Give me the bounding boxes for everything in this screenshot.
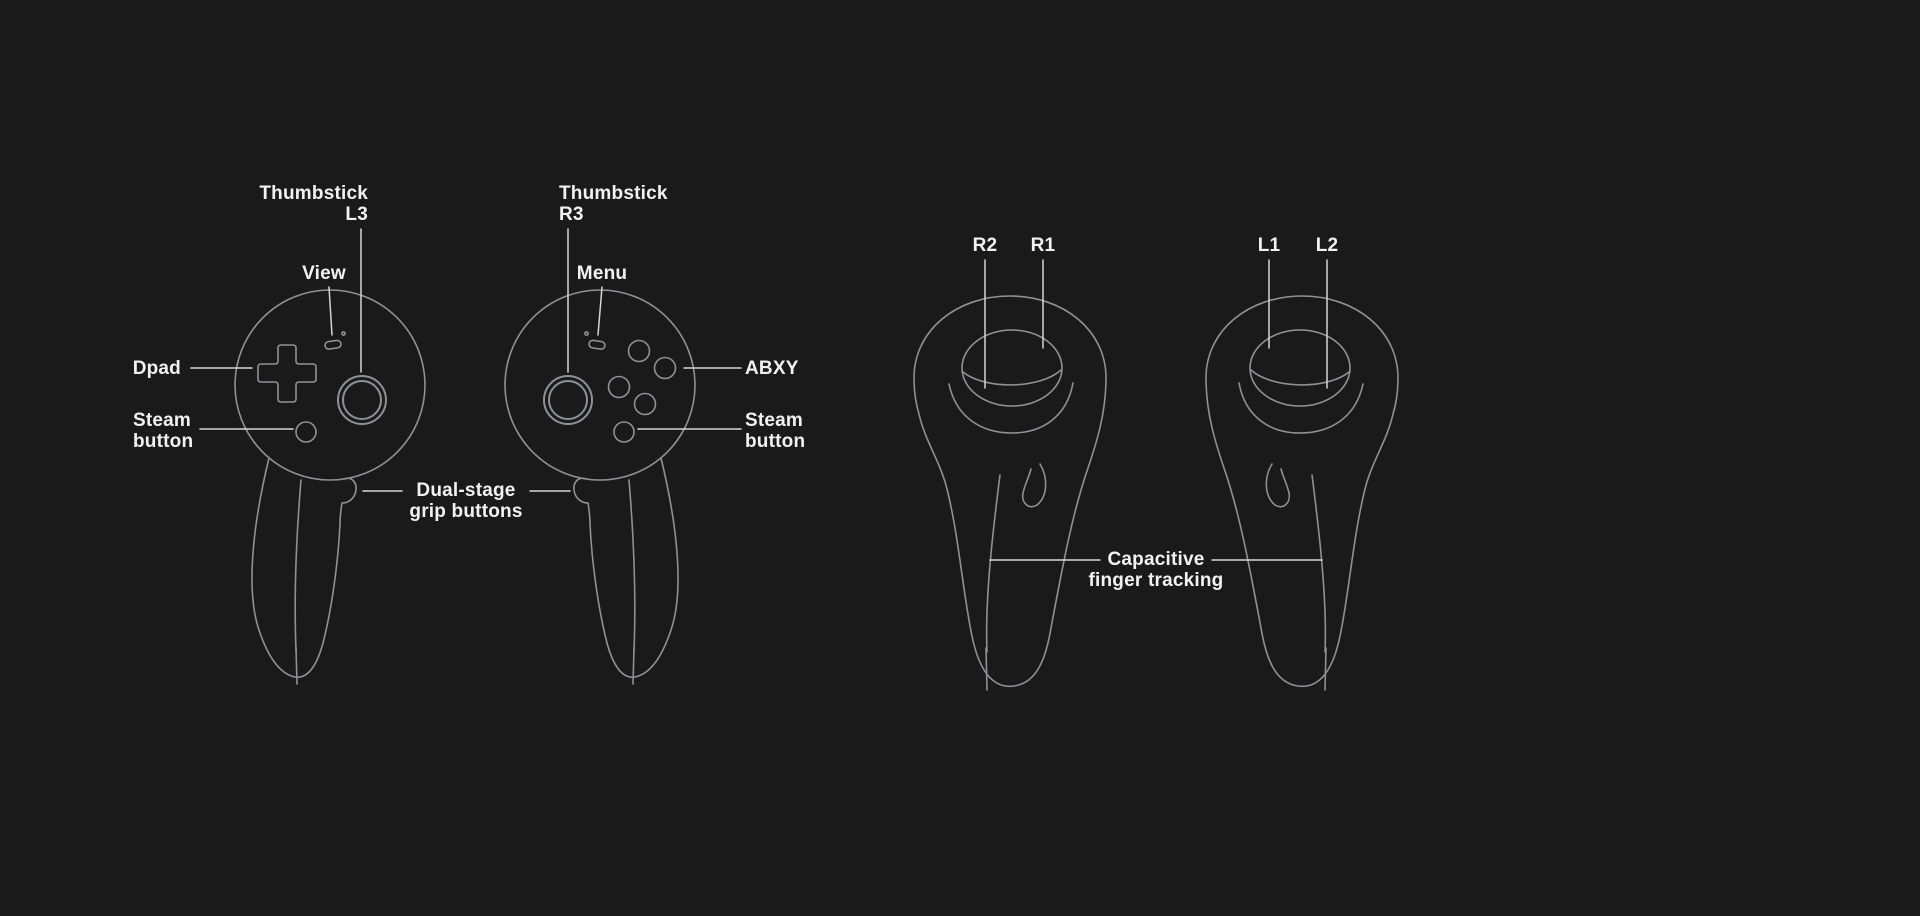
back-right-controller-drawing [913,295,1107,691]
handle-seam [1311,474,1327,653]
label-capacitive-title: Capacitive [1107,549,1205,570]
label-thumbstick-l3: Thumbstick L3 [248,183,368,225]
label-steam-left-sub: button [133,431,194,452]
front-left-controller-drawing [234,289,426,685]
label-thumbstick-l3-title: Thumbstick [259,183,368,204]
label-grip-sub: grip buttons [409,501,523,522]
handle-seam [294,479,302,651]
abxy-button-bottom [633,392,657,416]
body-outline [913,295,1107,687]
leader-lines [190,228,1328,561]
thumbstick-outer-ring [337,375,387,425]
head-outline [504,289,696,481]
handle-tip-pin [1324,647,1327,691]
label-thumbstick-r3: Thumbstick R3 [559,183,689,225]
steam-button-shape [613,421,635,443]
label-r1-title: R1 [1030,235,1056,256]
handle-tip-pin [632,647,635,685]
grip-button-shape [1021,463,1047,508]
front-right-controller-drawing [504,289,696,685]
thumbstick-cap [342,380,382,420]
label-capacitive-finger-tracking: Capacitive finger tracking [1046,549,1266,591]
label-abxy: ABXY [745,358,845,379]
label-r2-title: R2 [972,235,998,256]
label-thumbstick-l3-sub: L3 [345,204,368,225]
label-r2: R2 [955,235,1015,256]
mic-dot [341,331,346,336]
label-steam-right-title: Steam [745,410,804,431]
label-dpad-title: Dpad [132,358,181,379]
menu-button-shape [588,339,606,350]
handle-outline [251,457,357,678]
dpad-shape [257,344,317,403]
leader-menu [597,286,603,336]
ring-cradle-arc [948,382,1074,434]
label-thumbstick-r3-title: Thumbstick [559,183,668,204]
view-button-shape [324,339,342,350]
abxy-button-top [627,339,651,363]
label-view: View [284,263,364,284]
head-outline [234,289,426,481]
handle-tip-pin [295,647,298,685]
label-dual-stage-grip: Dual-stage grip buttons [386,480,546,522]
body-outline [1205,295,1399,687]
trigger-split-line [1250,369,1350,386]
handle-seam [628,479,636,651]
handle-seam [985,474,1001,653]
leader-view [328,286,333,336]
label-steam-button-left: Steam button [133,410,223,452]
handle-outline [573,457,679,678]
abxy-button-left [607,375,631,399]
trigger-hump [1249,329,1351,407]
handle-tip-pin [985,647,988,691]
label-r1: R1 [1013,235,1073,256]
label-dpad: Dpad [81,358,181,379]
thumbstick-outer-ring [543,375,593,425]
label-menu: Menu [562,263,642,284]
trigger-split-line [962,369,1062,386]
label-abxy-title: ABXY [745,358,799,379]
back-left-controller-drawing [1205,295,1399,691]
label-steam-right-sub: button [745,431,806,452]
label-l1-title: L1 [1257,235,1281,256]
abxy-button-right [653,356,677,380]
label-thumbstick-r3-sub: R3 [559,204,584,225]
thumbstick-cap [548,380,588,420]
label-steam-left-title: Steam [133,410,192,431]
label-l1: L1 [1239,235,1299,256]
label-steam-button-right: Steam button [745,410,835,452]
label-l2-title: L2 [1315,235,1339,256]
ring-cradle-arc [1238,382,1364,434]
label-capacitive-sub: finger tracking [1088,570,1224,591]
mic-dot [584,331,589,336]
steam-button-shape [295,421,317,443]
label-grip-title: Dual-stage [416,480,516,501]
label-menu-title: Menu [576,263,628,284]
grip-button-shape [1265,463,1291,508]
label-l2: L2 [1297,235,1357,256]
trigger-hump [961,329,1063,407]
label-view-title: View [302,263,346,284]
